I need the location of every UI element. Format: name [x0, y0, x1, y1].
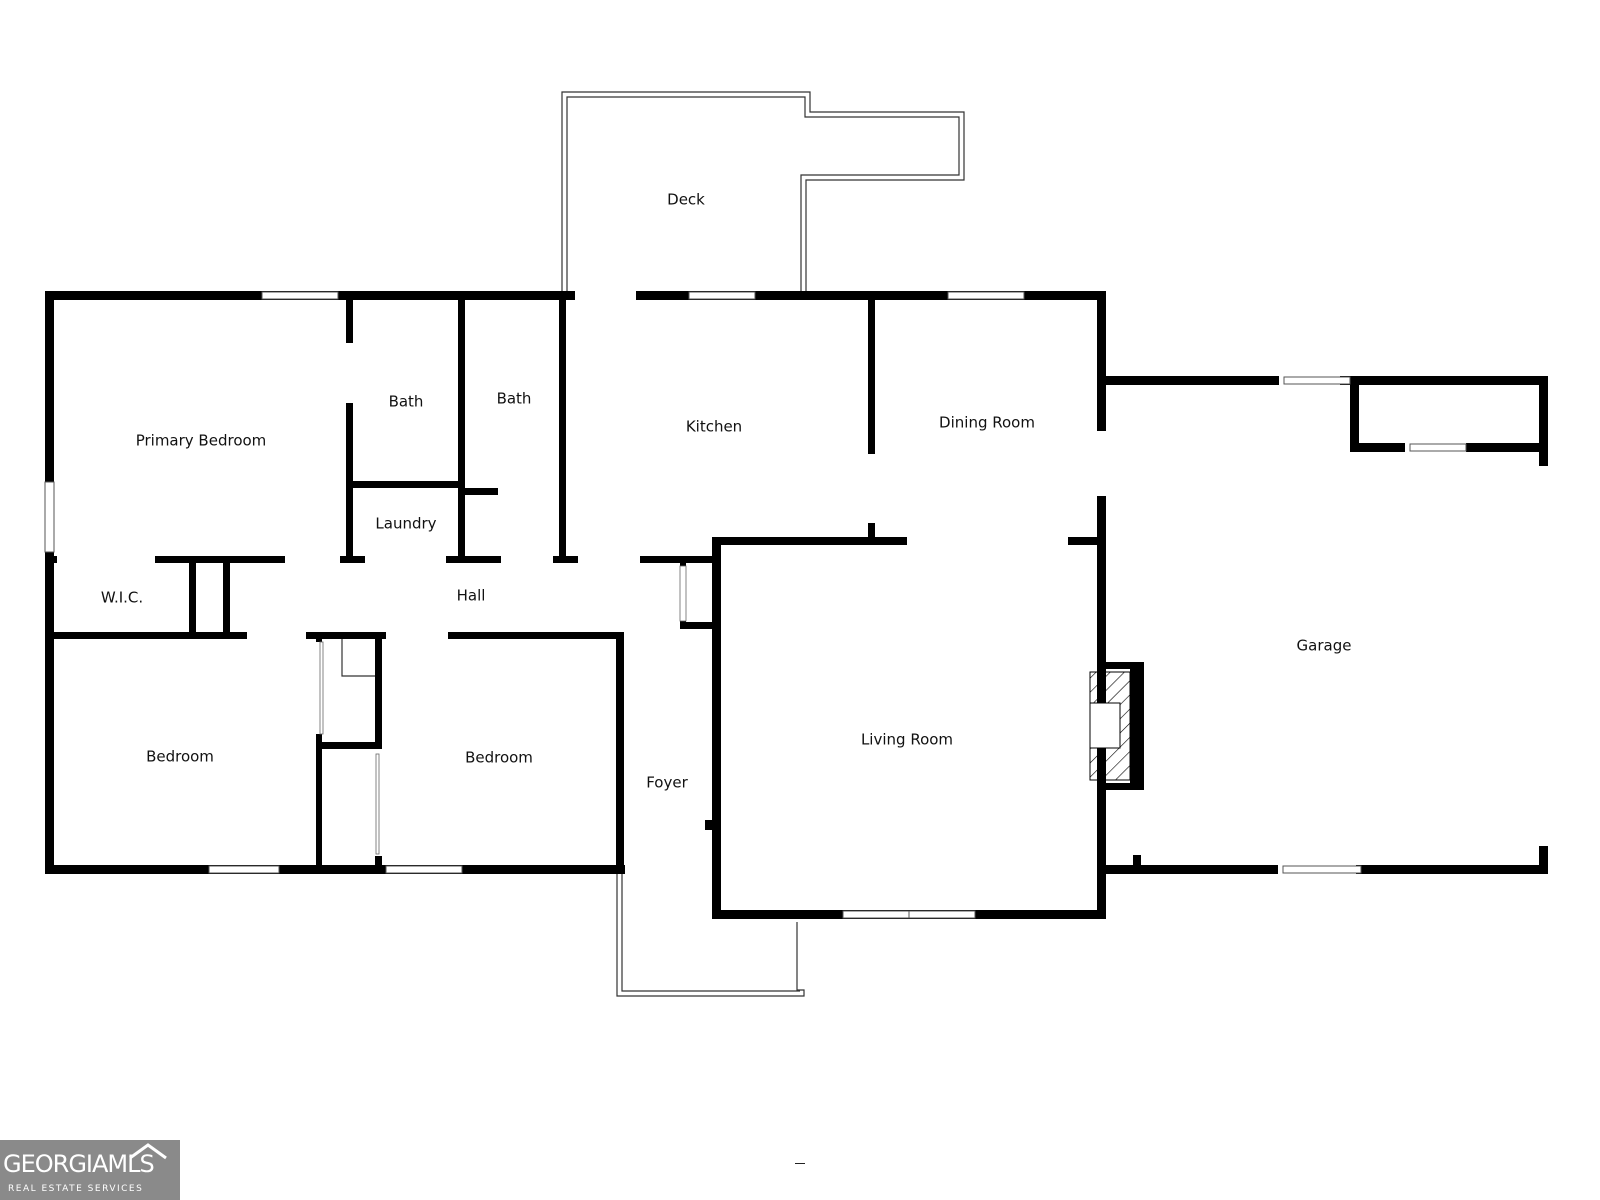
- room-label-bedroom-2: Bedroom: [465, 749, 533, 767]
- deck-outline: [561, 91, 965, 294]
- room-label-laundry: Laundry: [375, 515, 436, 533]
- exterior-walls: [45, 291, 1106, 919]
- scale-mark: [795, 1163, 805, 1164]
- room-label-bath-1: Bath: [389, 393, 424, 411]
- fireplace: [1089, 662, 1144, 790]
- front-porch-outline: [616, 872, 805, 997]
- room-label-deck: Deck: [667, 191, 705, 209]
- room-label-bedroom-1: Bedroom: [146, 748, 214, 766]
- room-label-bath-2: Bath: [497, 390, 532, 408]
- room-label-wic: W.I.C.: [101, 589, 143, 607]
- closet-shelf: [319, 565, 687, 855]
- room-label-dining-room: Dining Room: [939, 414, 1035, 432]
- logo-sub-text: REAL ESTATE SERVICES: [8, 1184, 144, 1194]
- room-label-garage: Garage: [1297, 637, 1352, 655]
- interior-walls: [45, 291, 1106, 874]
- room-label-primary-bedroom: Primary Bedroom: [136, 432, 267, 450]
- garage-walls: [1097, 376, 1548, 874]
- room-label-living-room: Living Room: [861, 731, 953, 749]
- georgia-mls-logo: GEORGIAMLS REAL ESTATE SERVICES: [0, 1140, 180, 1200]
- logo-main-text: GEORGIAMLS: [3, 1150, 155, 1178]
- windows: [44, 291, 1467, 919]
- room-label-hall: Hall: [457, 587, 486, 605]
- roof-icon: [129, 1143, 167, 1160]
- room-label-kitchen: Kitchen: [686, 418, 742, 436]
- room-label-foyer: Foyer: [646, 774, 688, 792]
